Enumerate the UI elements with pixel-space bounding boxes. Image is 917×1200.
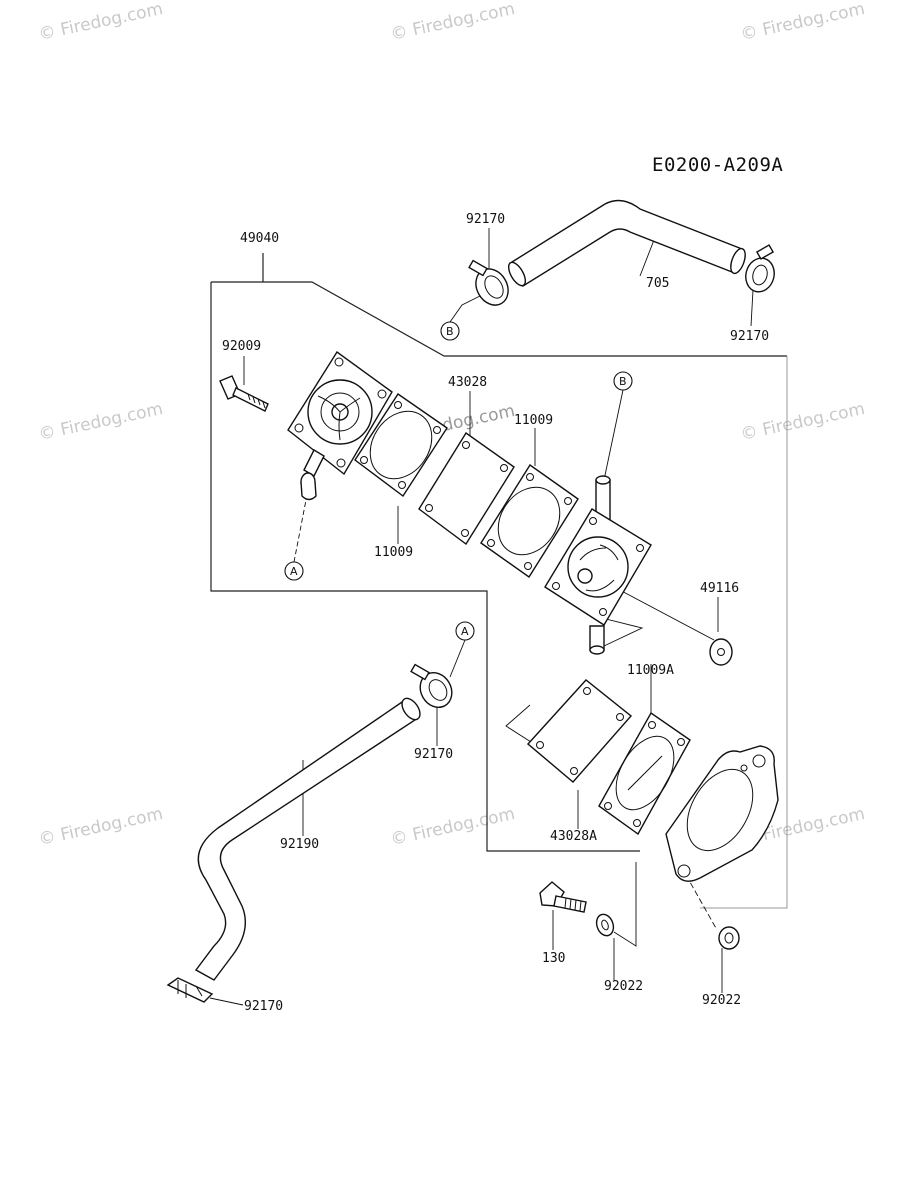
ref-circle-b-top: B xyxy=(440,321,460,341)
diagram-code: E0200-A209A xyxy=(652,154,783,176)
pump-cover xyxy=(287,350,393,501)
watermark-1: © Firedog.com xyxy=(37,0,165,45)
label-49116: 49116 xyxy=(700,581,739,596)
label-11009-top: 11009 xyxy=(514,413,553,428)
watermark-7: © Firedog.com xyxy=(37,804,165,850)
label-11009-left: 11009 xyxy=(374,545,413,560)
svg-text:B: B xyxy=(619,375,627,388)
fuel-hose-705 xyxy=(507,199,746,288)
bolt-130 xyxy=(539,881,587,913)
gasket-11009-right xyxy=(480,464,579,578)
fuel-hose-92190 xyxy=(194,697,421,981)
label-92190: 92190 xyxy=(280,837,319,852)
frame-right xyxy=(700,356,788,909)
hose-clamp-92170-mid xyxy=(410,663,453,708)
watermark-3: © Firedog.com xyxy=(739,0,867,45)
valve-49116 xyxy=(709,638,733,666)
flange-plate xyxy=(665,745,779,882)
label-43028A: 43028A xyxy=(550,829,597,844)
ref-circle-a-cover: A xyxy=(284,561,304,581)
leader-lines xyxy=(209,228,754,1006)
label-130: 130 xyxy=(542,951,565,966)
hose-clamp-92170-right xyxy=(745,244,775,293)
gasket-11009-left xyxy=(354,393,448,498)
svg-text:A: A xyxy=(290,565,298,578)
washer-92022-left xyxy=(595,913,615,937)
ref-circle-a-hose: A xyxy=(455,621,475,641)
label-705: 705 xyxy=(646,276,669,291)
diaphragm-43028A xyxy=(526,679,633,783)
ref-circle-b-pump: B xyxy=(613,371,633,391)
label-92170-mid: 92170 xyxy=(414,747,453,762)
watermark-6: © Firedog.com xyxy=(739,399,867,445)
label-92022-left: 92022 xyxy=(604,979,643,994)
bolt-92009 xyxy=(219,375,269,412)
diaphragm-43028 xyxy=(418,431,515,546)
gasket-11009A xyxy=(598,711,691,836)
watermark-4: © Firedog.com xyxy=(37,399,165,445)
label-92022-right: 92022 xyxy=(702,993,741,1008)
pump-body xyxy=(544,475,652,655)
label-92009: 92009 xyxy=(222,339,261,354)
svg-text:B: B xyxy=(446,325,454,338)
label-92170-bottom: 92170 xyxy=(244,999,283,1014)
washer-92022-right xyxy=(718,926,740,950)
frame-left xyxy=(210,282,640,852)
label-43028: 43028 xyxy=(448,375,487,390)
label-92170-right: 92170 xyxy=(730,329,769,344)
frame-top xyxy=(211,281,787,357)
label-92170-top: 92170 xyxy=(466,212,505,227)
hose-clamp-92170-bottom xyxy=(166,977,214,1003)
watermark-8: © Firedog.com xyxy=(389,804,517,850)
watermark-2: © Firedog.com xyxy=(389,0,517,45)
svg-text:A: A xyxy=(461,625,469,638)
label-49040: 49040 xyxy=(240,231,279,246)
hose-clamp-92170-top xyxy=(468,259,509,306)
